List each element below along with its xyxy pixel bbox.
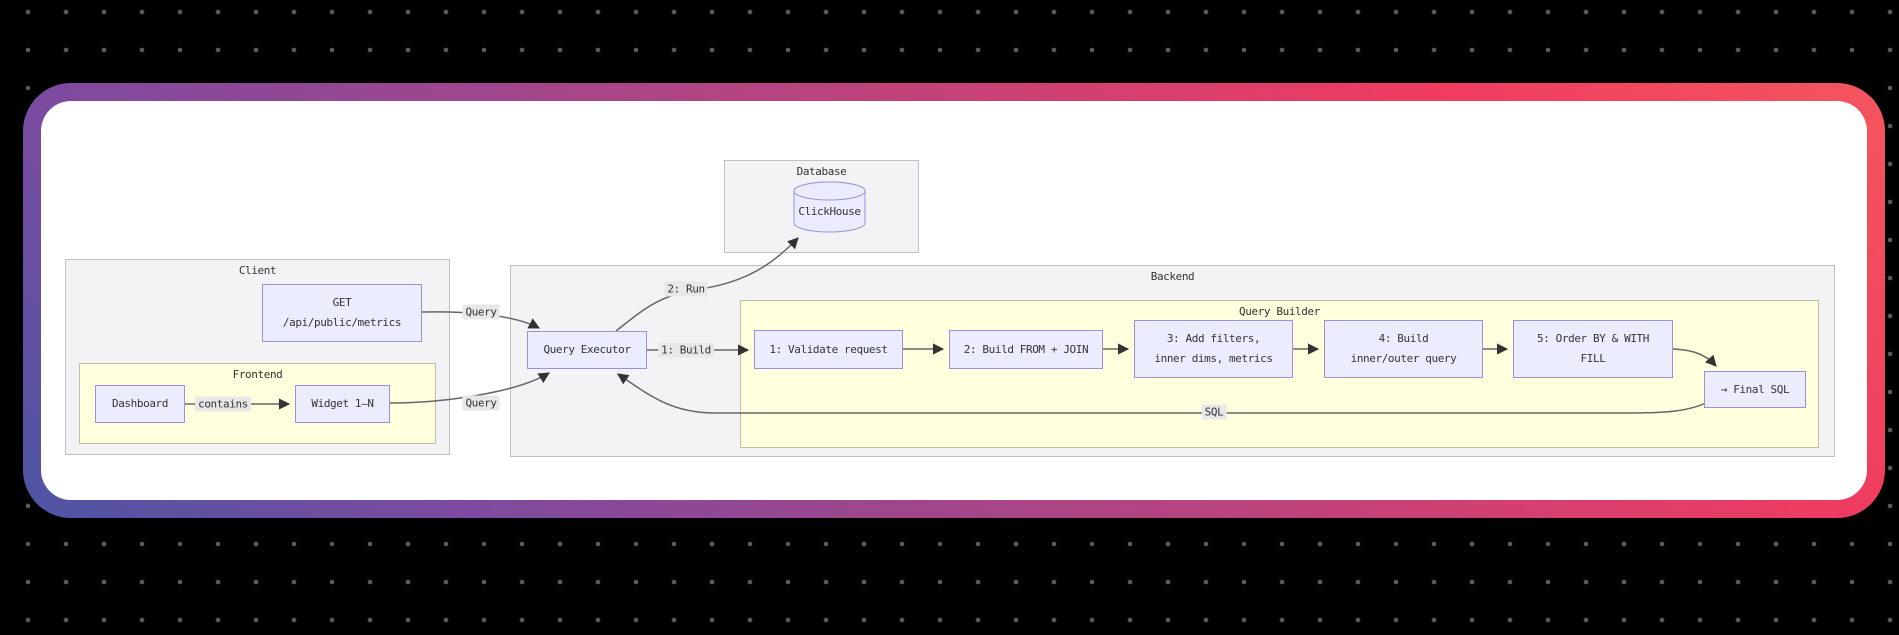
edge-label-run: 2: Run <box>664 281 708 297</box>
node-dashboard: Dashboard <box>95 385 185 423</box>
node-get-endpoint-line2: /api/public/metrics <box>282 316 402 329</box>
node-inner-outer-line2: inner/outer query <box>1350 352 1457 365</box>
node-order-by-line2: FILL <box>1580 352 1606 365</box>
node-widget: Widget 1–N <box>295 385 390 423</box>
edge-label-query-bottom: Query <box>462 395 500 411</box>
node-query-executor-label: Query Executor <box>543 343 631 356</box>
node-validate: 1: Validate request <box>754 330 903 369</box>
node-order-by-line1: 5: Order BY & WITH <box>1536 332 1649 345</box>
node-order-by: 5: Order BY & WITH FILL <box>1513 320 1673 378</box>
cluster-client-label: Client <box>238 264 277 277</box>
node-from-join: 2: Build FROM + JOIN <box>949 330 1103 369</box>
node-widget-label: Widget 1–N <box>311 397 374 410</box>
node-clickhouse-label: ClickHouse <box>798 205 861 218</box>
node-final-sql: → Final SQL <box>1704 371 1806 408</box>
node-inner-outer-line1: 4: Build <box>1378 332 1429 345</box>
edge-label-sql: SQL <box>1201 404 1227 420</box>
cluster-database-label: Database <box>796 165 847 178</box>
node-dashboard-label: Dashboard <box>111 397 168 410</box>
cluster-query-builder-label: Query Builder <box>1239 305 1320 318</box>
edge-label-build: 1: Build <box>658 342 714 358</box>
cluster-backend-label: Backend <box>1150 270 1195 283</box>
node-filters-line1: 3: Add filters, <box>1166 332 1261 345</box>
edge-label-contains: contains <box>195 396 251 412</box>
edge-label-query-top: Query <box>462 304 500 320</box>
node-clickhouse: ClickHouse <box>793 181 866 233</box>
node-get-endpoint: GET /api/public/metrics <box>262 284 422 342</box>
node-get-endpoint-line1: GET <box>332 296 352 309</box>
node-final-sql-label: → Final SQL <box>1720 382 1790 396</box>
node-filters: 3: Add filters, inner dims, metrics <box>1134 320 1293 378</box>
node-validate-label: 1: Validate request <box>769 342 888 356</box>
node-query-executor: Query Executor <box>527 331 647 369</box>
cluster-frontend-label: Frontend <box>232 368 283 381</box>
node-from-join-label: 2: Build FROM + JOIN <box>963 342 1089 356</box>
cylinder-icon <box>793 181 866 233</box>
node-filters-line2: inner dims, metrics <box>1154 352 1273 365</box>
node-inner-outer: 4: Build inner/outer query <box>1324 320 1483 378</box>
